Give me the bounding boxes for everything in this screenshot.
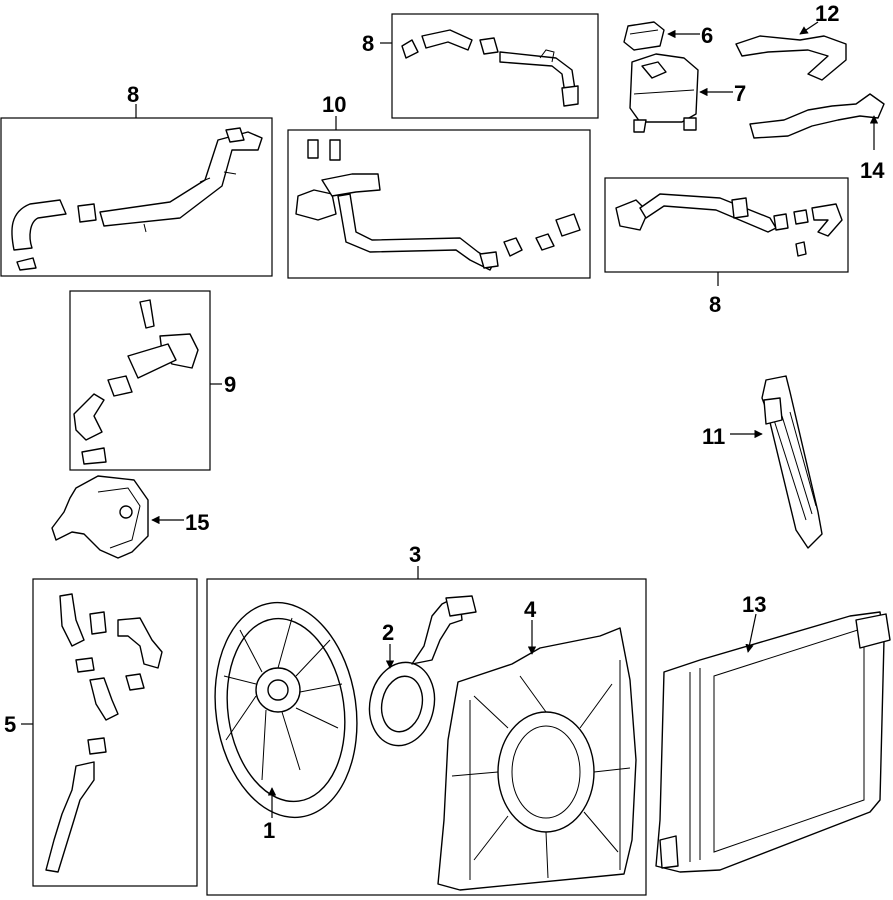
group-8-right-frame xyxy=(604,177,849,273)
group-3-fan-assembly: 3 1 2 4 xyxy=(206,542,647,896)
thermostat-pipe-assembly xyxy=(295,139,581,271)
callout-2: 2 xyxy=(382,620,394,645)
water-outlet-assembly xyxy=(73,299,199,465)
callout-14: 14 xyxy=(860,158,885,183)
coolant-pipe-right xyxy=(615,193,843,257)
group-8-right: 8 xyxy=(604,177,849,317)
heater-core: 11 xyxy=(702,375,823,549)
callout-10: 10 xyxy=(322,92,346,117)
group-8-left: 8 xyxy=(0,82,273,277)
callout-3: 3 xyxy=(409,542,421,567)
auxiliary-water-pump: 15 xyxy=(51,475,209,559)
radiator: 13 xyxy=(655,592,891,873)
group-8-top-frame xyxy=(391,13,599,119)
group-9: 9 xyxy=(69,290,236,471)
callout-12: 12 xyxy=(815,1,839,26)
upper-radiator-hose: 12 xyxy=(735,1,847,81)
coolant-pipe-top xyxy=(401,29,579,107)
group-3-frame xyxy=(206,578,647,896)
callout-5: 5 xyxy=(4,712,16,737)
reservoir-cap xyxy=(623,21,665,51)
callout-1: 1 xyxy=(263,818,275,843)
callout-8-top: 8 xyxy=(362,31,374,56)
callout-4: 4 xyxy=(524,597,537,622)
callout-8-right: 8 xyxy=(709,292,721,317)
group-9-frame xyxy=(69,290,211,471)
callout-8-left: 8 xyxy=(127,82,139,107)
callout-7: 7 xyxy=(734,81,746,106)
group-5-frame xyxy=(32,578,198,887)
coolant-hose-left xyxy=(11,127,263,271)
group-10-frame xyxy=(287,129,591,279)
fan-shroud xyxy=(437,627,637,891)
coolant-reservoir xyxy=(629,53,699,133)
group-10: 10 xyxy=(287,92,591,279)
reservoir-and-cap: 6 7 xyxy=(623,21,746,133)
cooling-fan xyxy=(214,601,358,819)
callout-6: 6 xyxy=(701,23,713,48)
callout-11: 11 xyxy=(702,424,725,449)
callout-9: 9 xyxy=(224,372,236,397)
bypass-hoses xyxy=(45,593,163,873)
callout-15: 15 xyxy=(185,510,209,535)
lower-radiator-hose: 14 xyxy=(749,93,885,183)
fan-clutch xyxy=(368,595,477,747)
group-8-top: 8 xyxy=(362,13,599,119)
group-5: 5 xyxy=(4,578,198,887)
callout-13: 13 xyxy=(742,592,766,617)
